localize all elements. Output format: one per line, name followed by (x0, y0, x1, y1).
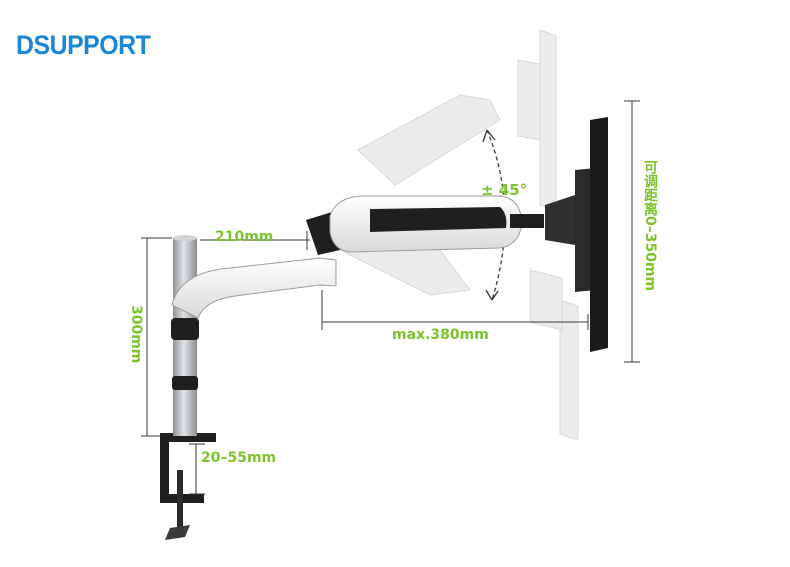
top-arm-dimension: 210mm (215, 229, 274, 245)
support-pole (171, 235, 199, 436)
monitor (545, 117, 608, 352)
brand-logo: DSUPPORT (16, 30, 151, 60)
clamp-range-dimension: 20–55mm (201, 450, 277, 466)
lower-arm (171, 257, 337, 319)
max-reach-dimension: max.380mm (392, 327, 489, 343)
desk-clamp (160, 433, 216, 540)
dimension-lines (141, 100, 640, 495)
pole-height-dimension: 300mm (128, 305, 144, 364)
ghost-monitor-upper (357, 29, 557, 211)
tilt-angle-dimension: ± 45° (481, 181, 528, 199)
gas-spring-arm (306, 195, 544, 255)
height-range-dimension: 可调距离0–350mm (642, 160, 658, 292)
ghost-monitor-lower (339, 249, 579, 441)
